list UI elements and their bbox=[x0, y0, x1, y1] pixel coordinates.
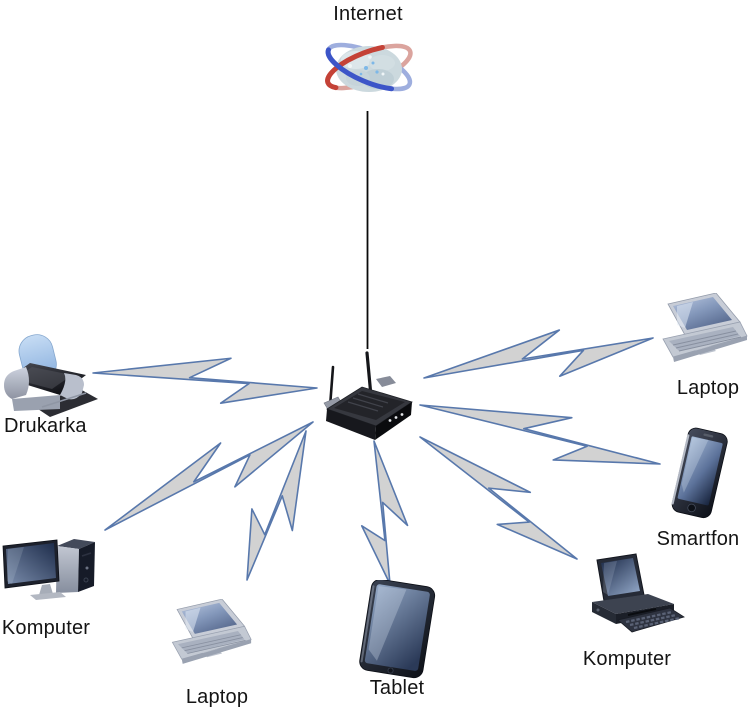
laptop-left-node bbox=[163, 599, 253, 678]
wireless-bolt-tablet bbox=[351, 437, 415, 588]
smartfon-node bbox=[666, 426, 736, 524]
laptop-left-label: Laptop bbox=[185, 686, 249, 708]
komputer-left-node bbox=[0, 536, 112, 600]
tablet-node bbox=[356, 580, 444, 682]
router-node bbox=[318, 345, 420, 445]
drukarka-label: Drukarka bbox=[4, 415, 87, 437]
internet-globe-icon bbox=[325, 42, 413, 92]
komputer-right-label: Komputer bbox=[582, 648, 672, 670]
laptop-icon bbox=[163, 599, 253, 678]
internet-node bbox=[320, 30, 420, 105]
wireless-router-icon bbox=[323, 351, 413, 440]
internet-label: Internet bbox=[333, 3, 403, 25]
komputer-right-node bbox=[584, 552, 686, 642]
laptop-right-label: Laptop bbox=[676, 377, 740, 399]
wireless-bolt-laptop-right bbox=[418, 313, 658, 401]
wireless-bolt-komputer-right bbox=[405, 417, 593, 577]
desktop-computer-icon bbox=[592, 553, 685, 633]
tower-computer-icon bbox=[2, 539, 95, 600]
drukarka-node bbox=[2, 333, 102, 429]
printer-icon bbox=[4, 334, 98, 417]
laptop-right-node bbox=[653, 293, 749, 377]
smartfon-label: Smartfon bbox=[656, 528, 740, 550]
tablet-label: Tablet bbox=[369, 677, 425, 699]
tablet-icon bbox=[359, 580, 436, 679]
wireless-bolt-drukarka bbox=[90, 348, 320, 411]
wireless-bolt-smartfon bbox=[413, 380, 667, 486]
komputer-left-label: Komputer bbox=[1, 617, 91, 639]
smartphone-icon bbox=[671, 427, 728, 519]
laptop-icon bbox=[653, 293, 749, 377]
